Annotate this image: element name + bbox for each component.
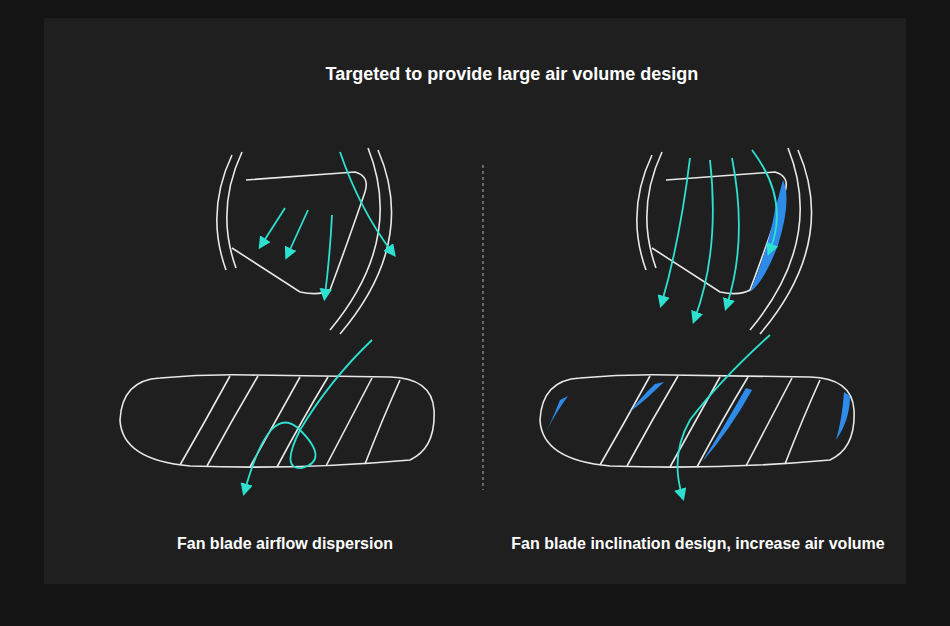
caption-label: Fan blade inclination design, increase a…	[511, 535, 884, 553]
diagram-title: Targeted to provide large air volume des…	[326, 64, 699, 85]
background-panel	[44, 18, 906, 584]
caption-label: Fan blade airflow dispersion	[177, 535, 393, 553]
